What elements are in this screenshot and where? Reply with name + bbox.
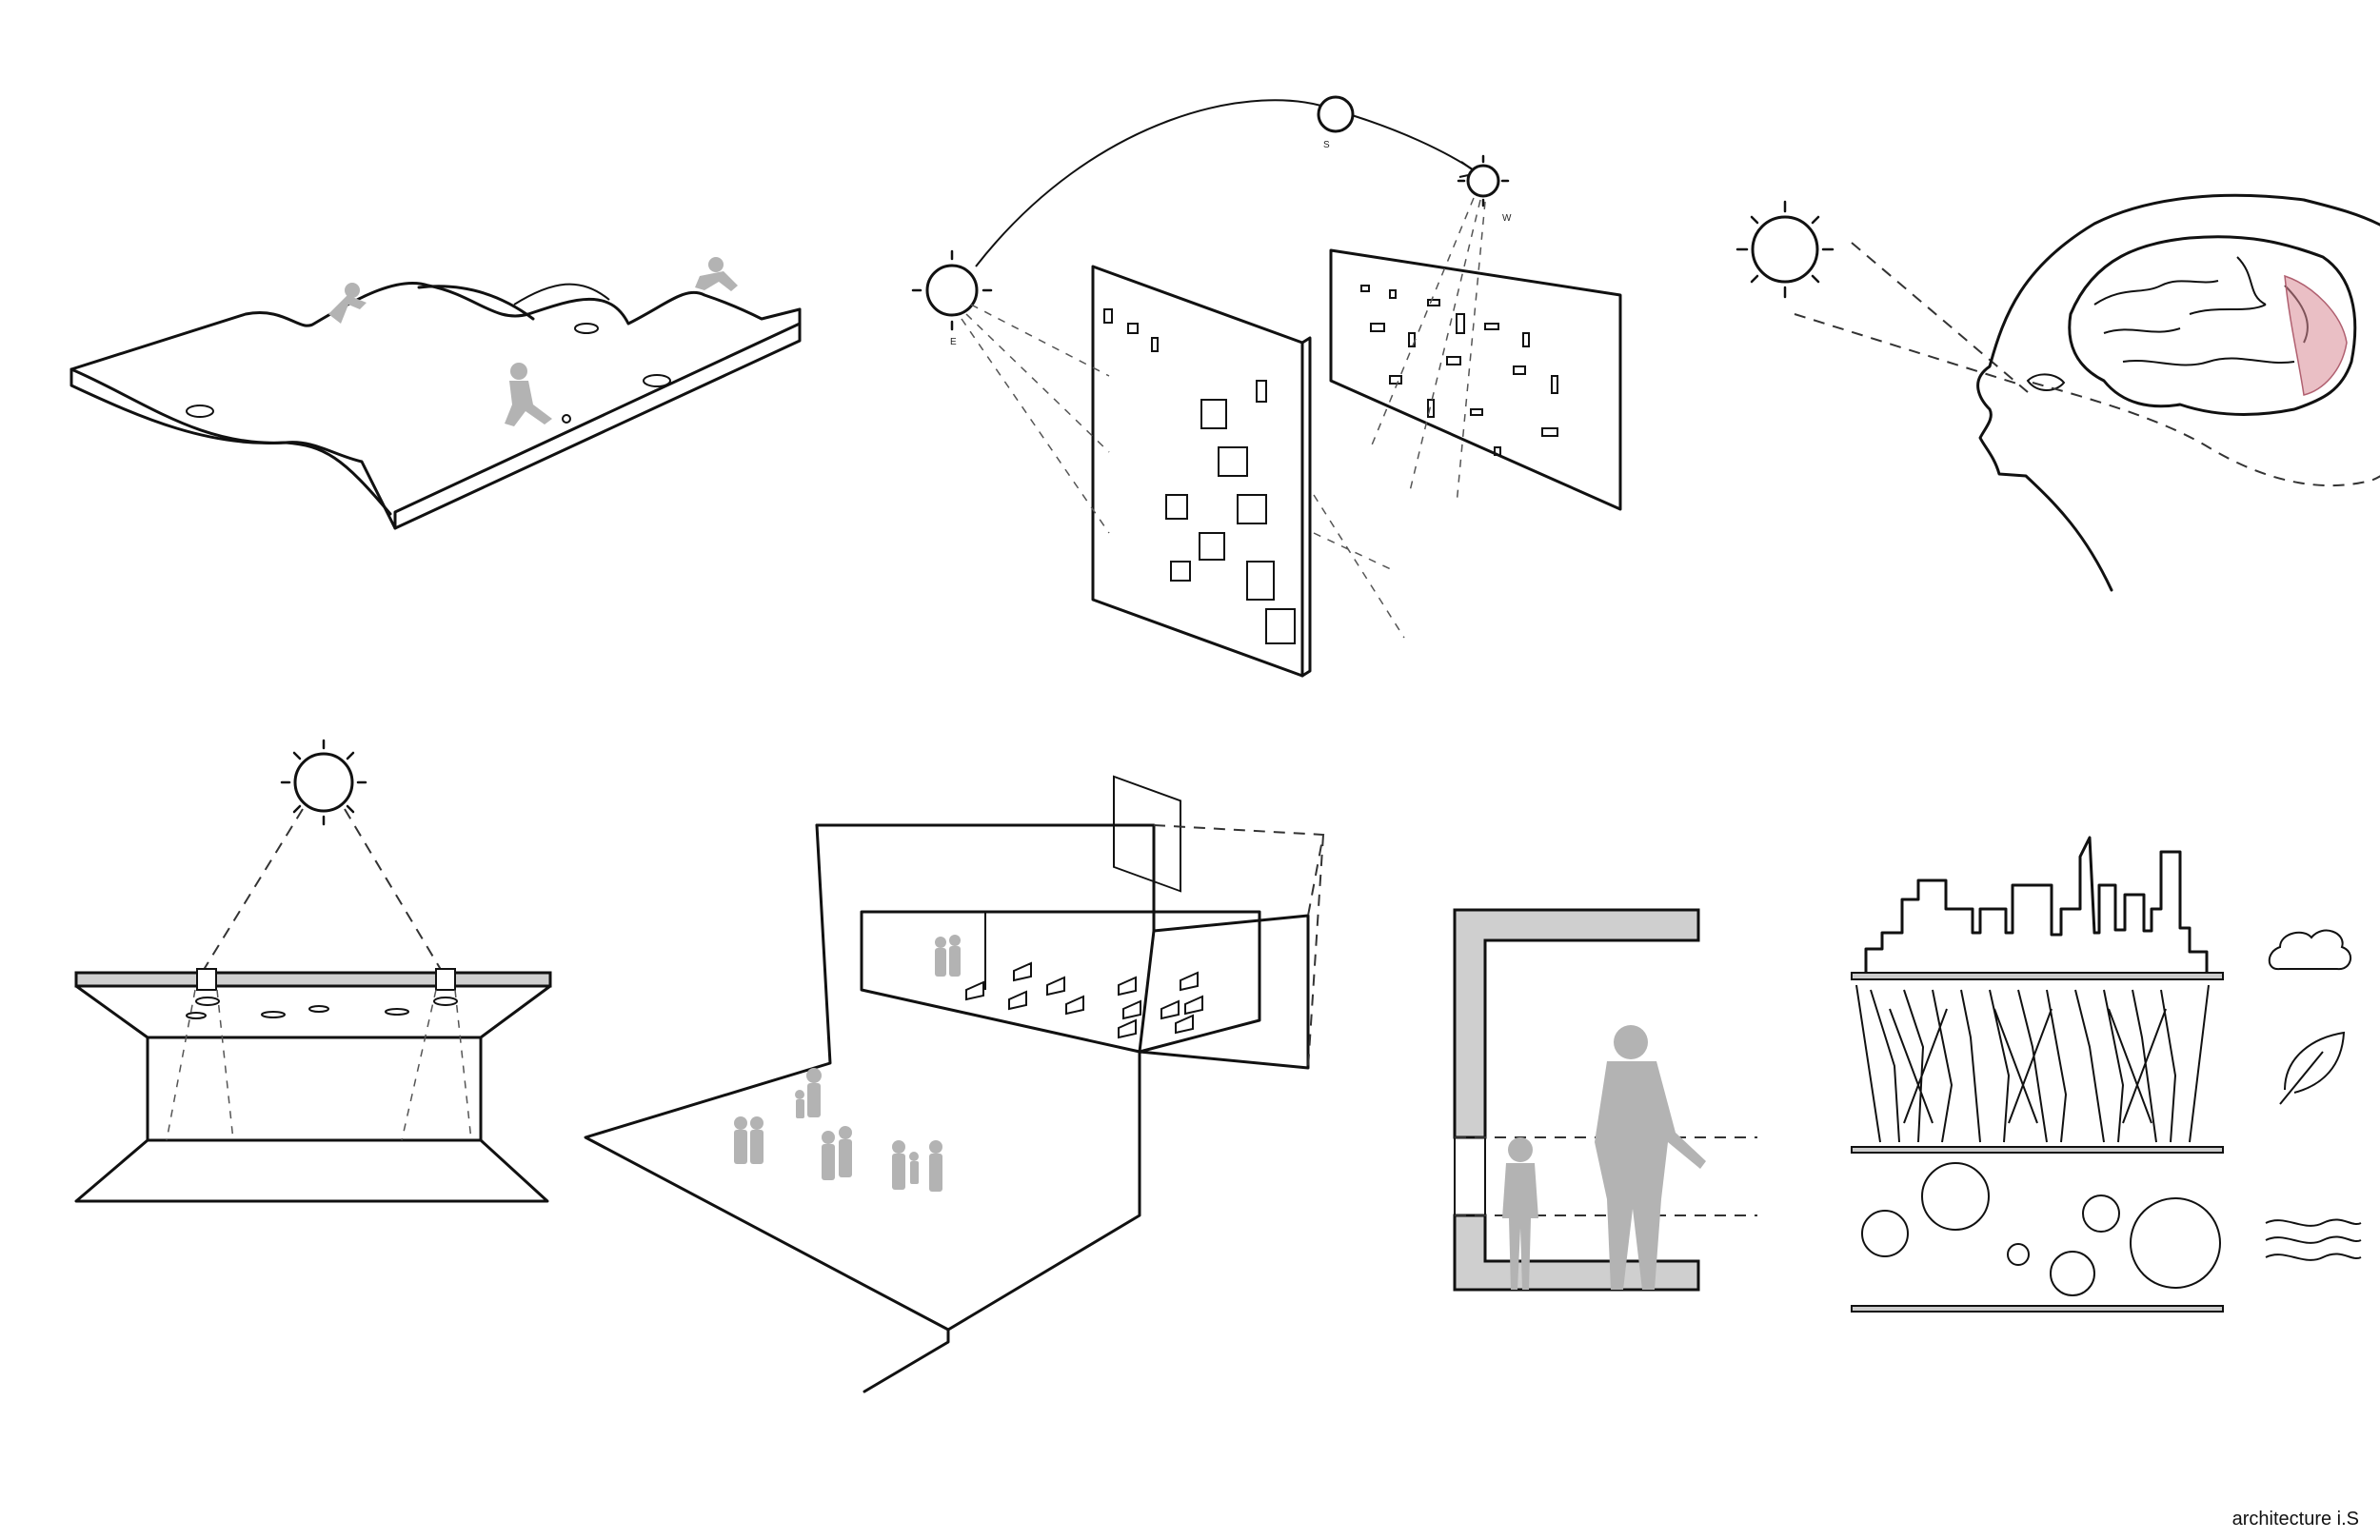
facade-opening [1199,532,1225,561]
facade-opening [1456,313,1465,334]
facade-opening [1427,299,1440,306]
soil-bubble [2130,1197,2221,1289]
facade-opening [1200,399,1227,429]
soil-bubble [1861,1210,1909,1257]
soil-bubble [2007,1243,2030,1266]
roof-slab [74,971,552,988]
facade-opening [1513,365,1526,375]
brain-icon [2068,235,2357,416]
sun-west-icon [1457,154,1510,207]
facade-opening [1237,494,1267,524]
facade-opening [1113,775,1181,893]
ball-icon [562,414,571,424]
south-label: S [1323,140,1330,150]
facade-opening [1370,323,1385,332]
facade-opening [1360,285,1370,292]
figure-kicking-ball [505,363,571,426]
facade-opening [1389,289,1397,299]
sun-icon [1735,200,1835,299]
classroom-seats [965,961,1203,1039]
landscape-diagram [69,257,802,530]
skylight-section-diagram [74,739,552,1203]
atrium-section-diagram [584,823,1325,1393]
layered-city-diagram [1851,836,2362,1313]
facade-opening [1265,608,1296,644]
facade-opening [1427,399,1435,418]
soil-bubble [2050,1251,2095,1296]
brain-highlight-region [2284,274,2348,396]
facade-opening [1165,494,1188,520]
people-group [734,935,961,1192]
lower-ground-line [1851,1305,2224,1313]
west-label: W [1502,213,1512,224]
facade-opening [1494,446,1501,456]
human-scale-section-diagram [1453,908,1757,1292]
east-label: E [950,337,957,347]
sun-icon [280,739,367,826]
figure-jumping [328,283,367,324]
soil-bubble [1921,1162,1990,1231]
upper-ground-line [1851,972,2224,980]
facade-opening [1541,427,1558,437]
facade-opening [1170,561,1191,582]
child-figure [1502,1137,1538,1290]
landscape-hole-1 [186,405,214,418]
facade-opening [1246,561,1275,601]
facade-opening [1470,408,1483,416]
facade-opening [1218,446,1248,477]
facade-opening [1389,375,1402,385]
facade-opening [1151,337,1159,352]
facade-opening [1103,308,1113,324]
facade-opening [1256,380,1267,403]
balcony-opening [860,910,1261,1054]
soil-bubble [2082,1194,2120,1233]
sun-path-facade-diagram: E S W [911,95,1622,893]
facade-opening [1484,323,1499,330]
middle-ground-line [1851,1146,2224,1154]
lower-slab-wall [1453,1214,1700,1292]
facade-opening [1522,332,1530,347]
facade-opening [1446,356,1461,365]
facade-panel-left [1091,265,1312,893]
facade-panel-right [1329,248,1622,511]
adult-figure [1595,1025,1706,1290]
figure-sliding [695,257,738,291]
eye-icon [2026,373,2066,391]
landscape-hole-3 [643,374,671,387]
credit-text: architecture i.S [2231,1509,2359,1530]
sun-south-icon [1317,95,1355,133]
perception-head-diagram [1735,193,2380,592]
sun-east-icon [911,249,993,331]
facade-opening [1551,375,1558,394]
leaf-icon [2279,1031,2346,1105]
water-icon [2265,1218,2362,1261]
landscape-hole-2 [574,323,599,334]
cloud-icon [2268,929,2351,971]
facade-opening [1127,323,1139,334]
